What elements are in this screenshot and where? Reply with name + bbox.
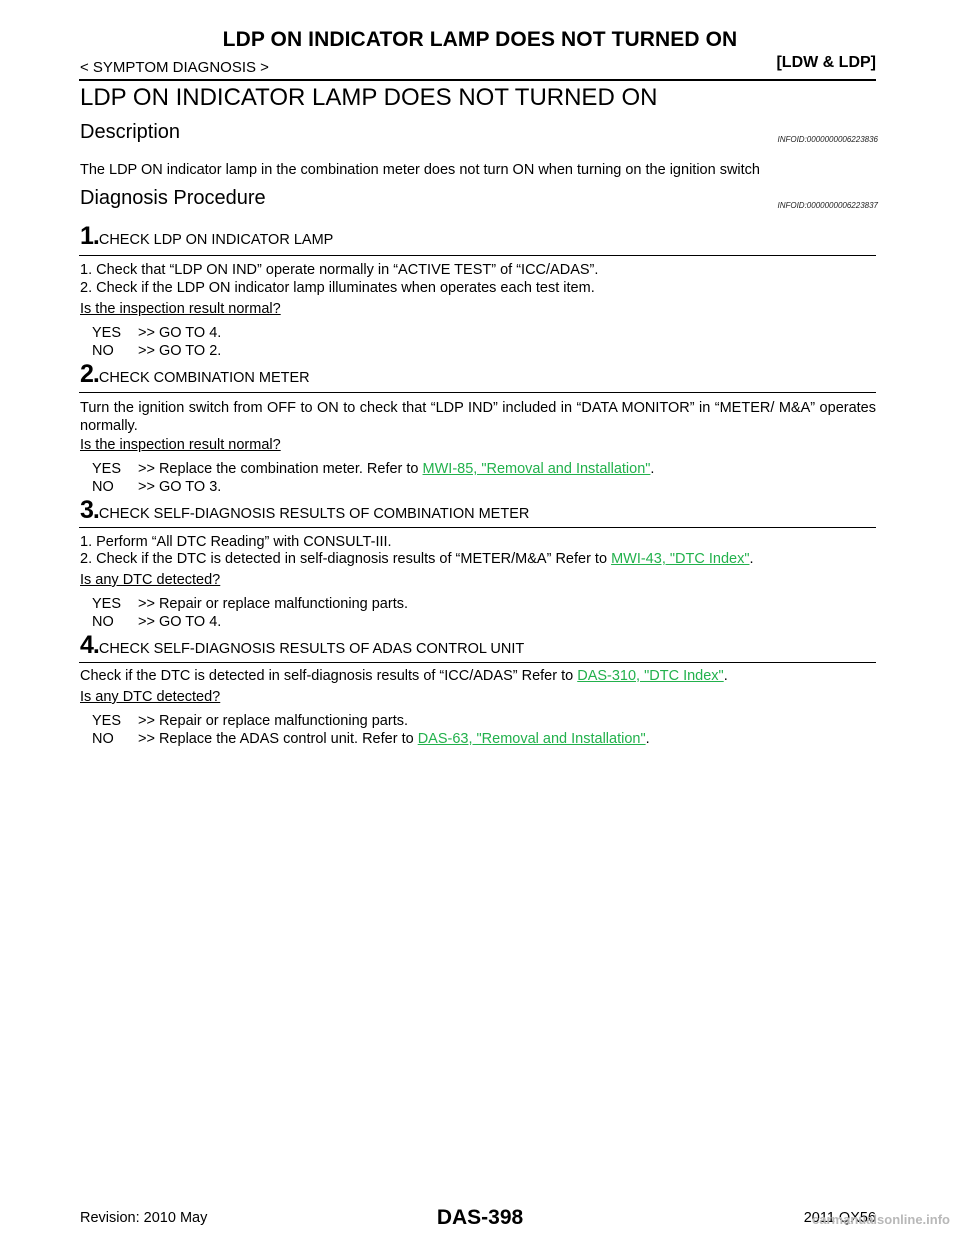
step-2-text: Turn the ignition switch from OFF to ON … [80,400,876,434]
step-1-question: Is the inspection result normal? [80,301,281,317]
line-text: Check if the DTC is detected in self-dia… [80,668,578,684]
step-4-yes: YES >> Repair or replace malfunctioning p… [92,712,408,730]
yes-after: . [650,461,655,477]
step-2-yes: YES >> Replace the combination meter. Ref… [92,460,654,478]
no-text: >> GO TO 3. [138,479,222,495]
step-number: 1. [80,222,100,250]
step-3-yes: YES >> Repair or replace malfunctioning p… [92,595,408,613]
step-1-yes: YES >> GO TO 4. [92,324,221,342]
step-4-title: 4.CHECK SELF-DIAGNOSIS RESULTS OF ADAS C… [80,631,524,660]
step-4-question: Is any DTC detected? [80,689,221,705]
page-number: DAS-398 [436,1206,524,1229]
yes-text: >> Repair or replace malfunctioning part… [138,713,409,729]
diagnosis-infoid: INFOID:0000000006223837 [777,201,878,210]
das-310-dtc-index-link[interactable]: DAS-310, "DTC Index" [577,668,724,684]
step-2-divider [79,392,876,393]
yes-label: YES [92,596,122,612]
step-1-line-1: 1. Check that “LDP ON IND” operate norma… [80,262,599,278]
breadcrumb: < SYMPTOM DIAGNOSIS > [80,59,269,76]
no-after: . [645,731,650,747]
step-4-divider [79,662,876,663]
step-number: 2. [80,360,100,388]
yes-text: >> Repair or replace malfunctioning part… [138,596,409,612]
line-text: 2. Check if the DTC is detected in self-… [80,551,612,567]
mwi-85-removal-link[interactable]: MWI-85, "Removal and Installation" [422,461,651,477]
yes-text: >> Replace the combination meter. Refer … [138,461,423,477]
no-text: >> GO TO 2. [138,343,222,359]
step-1-no: NO >> GO TO 2. [92,342,221,360]
line-after: . [749,551,754,567]
no-label: NO [92,614,114,630]
page-top-title: LDP ON INDICATOR LAMP DOES NOT TURNED ON [222,28,738,51]
revision-text: Revision: 2010 May [80,1210,208,1226]
header-divider [79,79,876,81]
page-heading: LDP ON INDICATOR LAMP DOES NOT TURNED ON [80,84,658,111]
step-2-no: NO >> GO TO 3. [92,478,221,496]
step-4-line: Check if the DTC is detected in self-dia… [80,667,728,685]
step-1-line-2: 2. Check if the LDP ON indicator lamp il… [80,280,595,296]
step-title-text: CHECK LDP ON INDICATOR LAMP [98,232,334,248]
model-text: 2011 QX56 [803,1210,876,1226]
mwi-43-dtc-index-link[interactable]: MWI-43, "DTC Index" [611,551,750,567]
description-text: The LDP ON indicator lamp in the combina… [80,162,760,178]
description-heading: Description [80,121,181,143]
no-label: NO [92,479,114,495]
section-tag: [LDW & LDP] [776,54,876,71]
yes-label: YES [92,461,122,477]
step-title-text: CHECK SELF-DIAGNOSIS RESULTS OF ADAS CON… [98,641,525,657]
step-2-question: Is the inspection result normal? [80,437,281,453]
yes-label: YES [92,325,122,341]
step-3-divider [79,527,876,528]
no-label: NO [92,731,114,747]
step-3-title: 3.CHECK SELF-DIAGNOSIS RESULTS OF COMBIN… [80,496,529,525]
no-label: NO [92,343,114,359]
no-text: >> Replace the ADAS control unit. Refer … [138,731,418,747]
step-1-divider [79,255,876,256]
description-infoid: INFOID:0000000006223836 [777,135,878,144]
step-3-no: NO >> GO TO 4. [92,613,221,631]
step-1-title: 1.CHECK LDP ON INDICATOR LAMP [80,222,333,251]
step-title-text: CHECK COMBINATION METER [98,370,310,386]
yes-text: >> GO TO 4. [138,325,222,341]
step-3-question: Is any DTC detected? [80,572,221,588]
yes-label: YES [92,713,122,729]
watermark: carmanualsonline.info [812,1212,950,1227]
diagnosis-heading: Diagnosis Procedure [80,187,266,209]
das-63-removal-link[interactable]: DAS-63, "Removal and Installation" [417,731,646,747]
line-after: . [723,668,728,684]
step-number: 3. [80,496,100,524]
step-2-title: 2.CHECK COMBINATION METER [80,360,310,389]
step-3-line-1: 1. Perform “All DTC Reading” with CONSUL… [80,534,392,550]
no-text: >> GO TO 4. [138,614,222,630]
step-3-line-2: 2. Check if the DTC is detected in self-… [80,550,754,568]
step-4-no: NO >> Replace the ADAS control unit. Refe… [92,730,650,748]
step-title-text: CHECK SELF-DIAGNOSIS RESULTS OF COMBINAT… [98,506,530,522]
step-number: 4. [80,631,100,659]
